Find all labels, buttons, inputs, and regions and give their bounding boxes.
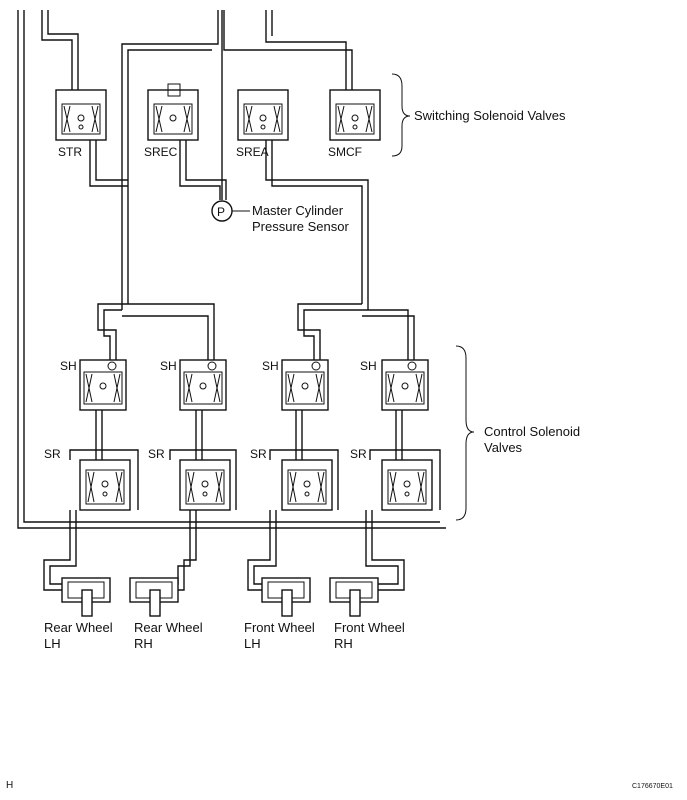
- sr-label-2: SR: [148, 447, 165, 461]
- switching-group-bracket: [391, 73, 411, 157]
- wheel-cylinders: Rear Wheel LH Rear Wheel RH Front Wheel …: [44, 577, 405, 651]
- sr-valves: SR SR SR SR: [44, 447, 433, 511]
- wheel-cylinder-rear-lh: [61, 577, 111, 617]
- valve-label-srea: SREA: [236, 145, 269, 159]
- wheel-label-front-rh-line2: RH: [334, 636, 353, 651]
- sh-valves: SH SH SH SH: [60, 359, 429, 411]
- sr-label-3: SR: [250, 447, 267, 461]
- valve-label-smcf: SMCF: [328, 145, 362, 159]
- wheel-label-rear-lh-line1: Rear Wheel: [44, 620, 113, 635]
- sh-valve-2: [179, 359, 227, 411]
- pressure-sensor: P Master Cylinder Pressure Sensor: [211, 200, 349, 234]
- sr-valve-4: [381, 459, 433, 511]
- wheel-cylinder-rear-rh: [129, 577, 179, 617]
- sh-label-4: SH: [360, 359, 377, 373]
- sh-label-1: SH: [60, 359, 77, 373]
- control-group-bracket: [455, 345, 475, 521]
- sr-valve-3: [281, 459, 333, 511]
- switching-group-label: Switching Solenoid Valves: [414, 108, 566, 123]
- wheel-label-rear-rh-line2: RH: [134, 636, 153, 651]
- wheel-cylinder-front-lh: [261, 577, 311, 617]
- valve-srec: [147, 83, 199, 141]
- valve-srea: [237, 89, 289, 141]
- wheel-label-rear-lh-line2: LH: [44, 636, 61, 651]
- sr-label-1: SR: [44, 447, 61, 461]
- wheel-cylinder-front-rh: [329, 577, 379, 617]
- switching-solenoid-valves: STR SREC SREA SMCF Switching Solenoid Va…: [55, 73, 566, 159]
- valve-str: [55, 89, 107, 141]
- valve-label-srec: SREC: [144, 145, 178, 159]
- sh-label-2: SH: [160, 359, 177, 373]
- sensor-label-line2: Pressure Sensor: [252, 219, 349, 234]
- hydraulic-lines: [17, 10, 446, 591]
- valve-label-str: STR: [58, 145, 82, 159]
- sh-valve-1: [79, 359, 127, 411]
- sr-label-4: SR: [350, 447, 367, 461]
- sh-valve-3: [281, 359, 329, 411]
- wheel-label-front-lh-line1: Front Wheel: [244, 620, 315, 635]
- pressure-sensor-symbol: P: [217, 205, 225, 219]
- sh-label-3: SH: [262, 359, 279, 373]
- sh-valve-4: [381, 359, 429, 411]
- wheel-label-front-lh-line2: LH: [244, 636, 261, 651]
- footer-left-mark: H: [6, 780, 13, 791]
- wheel-label-rear-rh-line1: Rear Wheel: [134, 620, 203, 635]
- figure-id: C176670E01: [632, 783, 673, 790]
- sensor-label-line1: Master Cylinder: [252, 203, 344, 218]
- sr-valve-2: [179, 459, 231, 511]
- sr-valve-1: [79, 459, 131, 511]
- control-group-label-line2: Valves: [484, 440, 523, 455]
- control-group-label-line1: Control Solenoid: [484, 424, 580, 439]
- valve-smcf: [329, 89, 381, 141]
- wheel-label-front-rh-line1: Front Wheel: [334, 620, 405, 635]
